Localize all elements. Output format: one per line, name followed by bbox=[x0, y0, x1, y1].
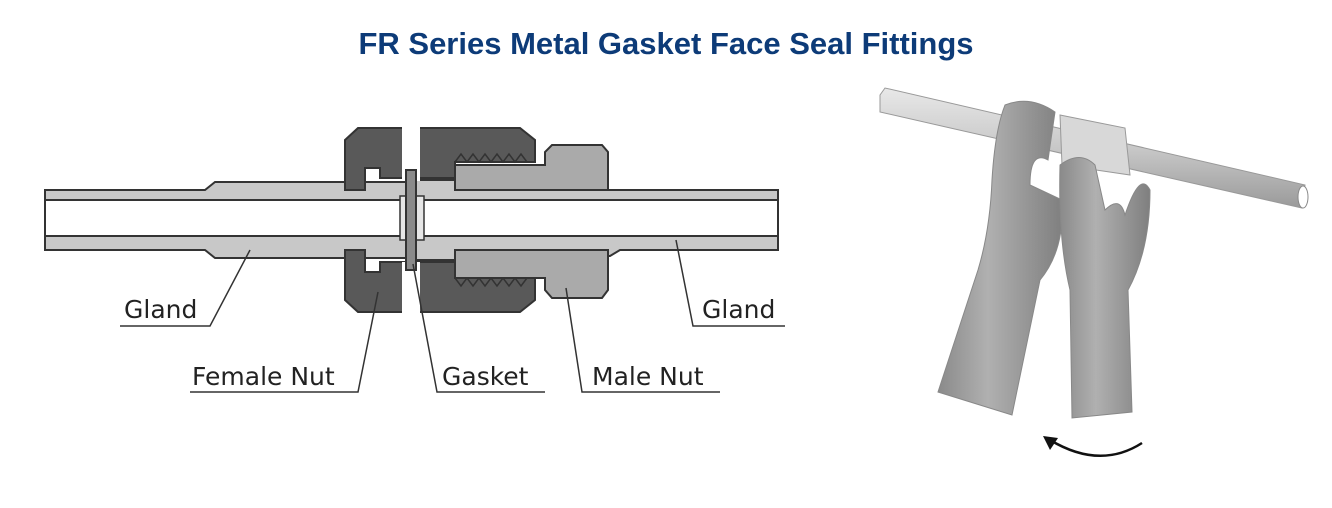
labels bbox=[120, 239, 785, 393]
label-gasket: Gasket bbox=[442, 362, 529, 391]
rotation-arrow bbox=[1049, 438, 1143, 458]
male-nut-top bbox=[454, 144, 609, 191]
gasket bbox=[405, 169, 417, 271]
label-gland-right: Gland bbox=[702, 295, 775, 324]
page-title: FR Series Metal Gasket Face Seal Fitting… bbox=[358, 26, 974, 61]
label-female-nut: Female Nut bbox=[192, 362, 335, 391]
nut-slot bbox=[402, 126, 420, 181]
label-male-nut: Male Nut bbox=[592, 362, 704, 391]
wrench-left bbox=[937, 100, 1063, 416]
wrench-right bbox=[1059, 157, 1151, 419]
arrow-head-icon bbox=[1043, 436, 1058, 450]
label-gland-left: Gland bbox=[124, 295, 197, 324]
cross-section bbox=[44, 126, 779, 314]
wrench-illustration bbox=[879, 87, 1309, 458]
male-nut-bottom bbox=[454, 249, 609, 299]
